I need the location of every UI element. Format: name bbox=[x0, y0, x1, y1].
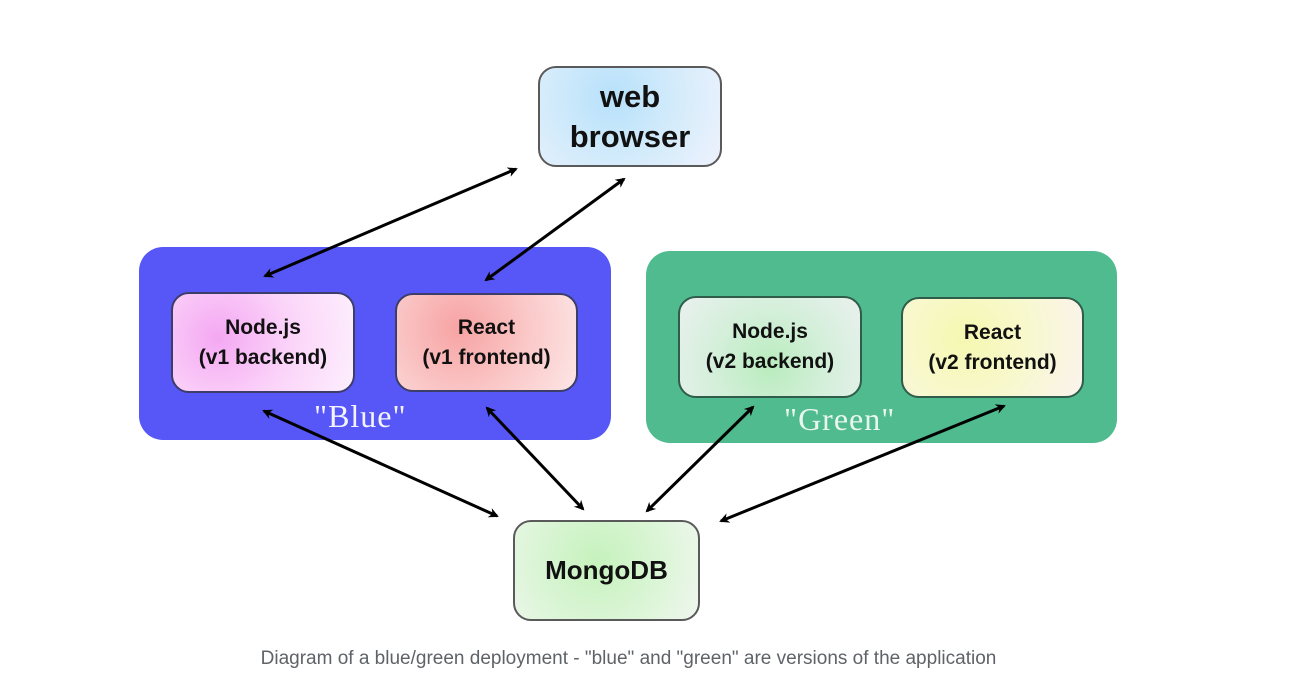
mongodb-label: MongoDB bbox=[545, 555, 668, 585]
nodejs-v1-subtitle: (v1 backend) bbox=[198, 345, 328, 369]
green-group-label: "Green" bbox=[784, 401, 896, 437]
react-v1-frontend-node: React (v1 frontend) bbox=[395, 293, 578, 392]
blue-group-label: "Blue" bbox=[314, 398, 407, 434]
react-v2-subtitle: (v2 frontend) bbox=[928, 350, 1057, 374]
web-browser-label-line2: browser bbox=[569, 118, 691, 154]
web-browser-label-line1: web bbox=[599, 78, 661, 114]
react-v2-title: React bbox=[963, 320, 1022, 344]
nodejs-v1-backend-node: Node.js (v1 backend) bbox=[171, 292, 355, 393]
mongodb-node: MongoDB bbox=[513, 520, 700, 621]
nodejs-v1-title: Node.js bbox=[225, 315, 301, 339]
react-v1-subtitle: (v1 frontend) bbox=[422, 345, 551, 369]
nodejs-v2-subtitle: (v2 backend) bbox=[705, 350, 835, 373]
web-browser-node: web browser bbox=[538, 66, 722, 167]
react-v2-frontend-node: React (v2 frontend) bbox=[901, 297, 1084, 398]
nodejs-v2-title: Node.js bbox=[732, 320, 808, 343]
react-v1-title: React bbox=[457, 315, 516, 339]
nodejs-v2-backend-node: Node.js (v2 backend) bbox=[678, 296, 862, 398]
figure-caption: Diagram of a blue/green deployment - "bl… bbox=[260, 648, 997, 669]
